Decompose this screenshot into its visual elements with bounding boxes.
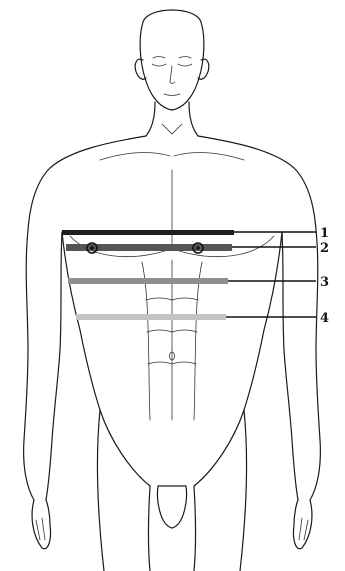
bands <box>62 230 234 320</box>
band-label-4: 4 <box>320 311 329 326</box>
band-3 <box>68 278 228 284</box>
band-4 <box>76 314 226 320</box>
band-label-3: 3 <box>320 275 329 290</box>
neck <box>146 102 198 136</box>
head <box>135 10 209 110</box>
band-label-2: 2 <box>320 241 329 256</box>
labels: 1 2 3 4 <box>226 226 329 326</box>
band-label-1: 1 <box>320 226 329 241</box>
torso <box>24 136 321 571</box>
band-1 <box>62 230 234 235</box>
